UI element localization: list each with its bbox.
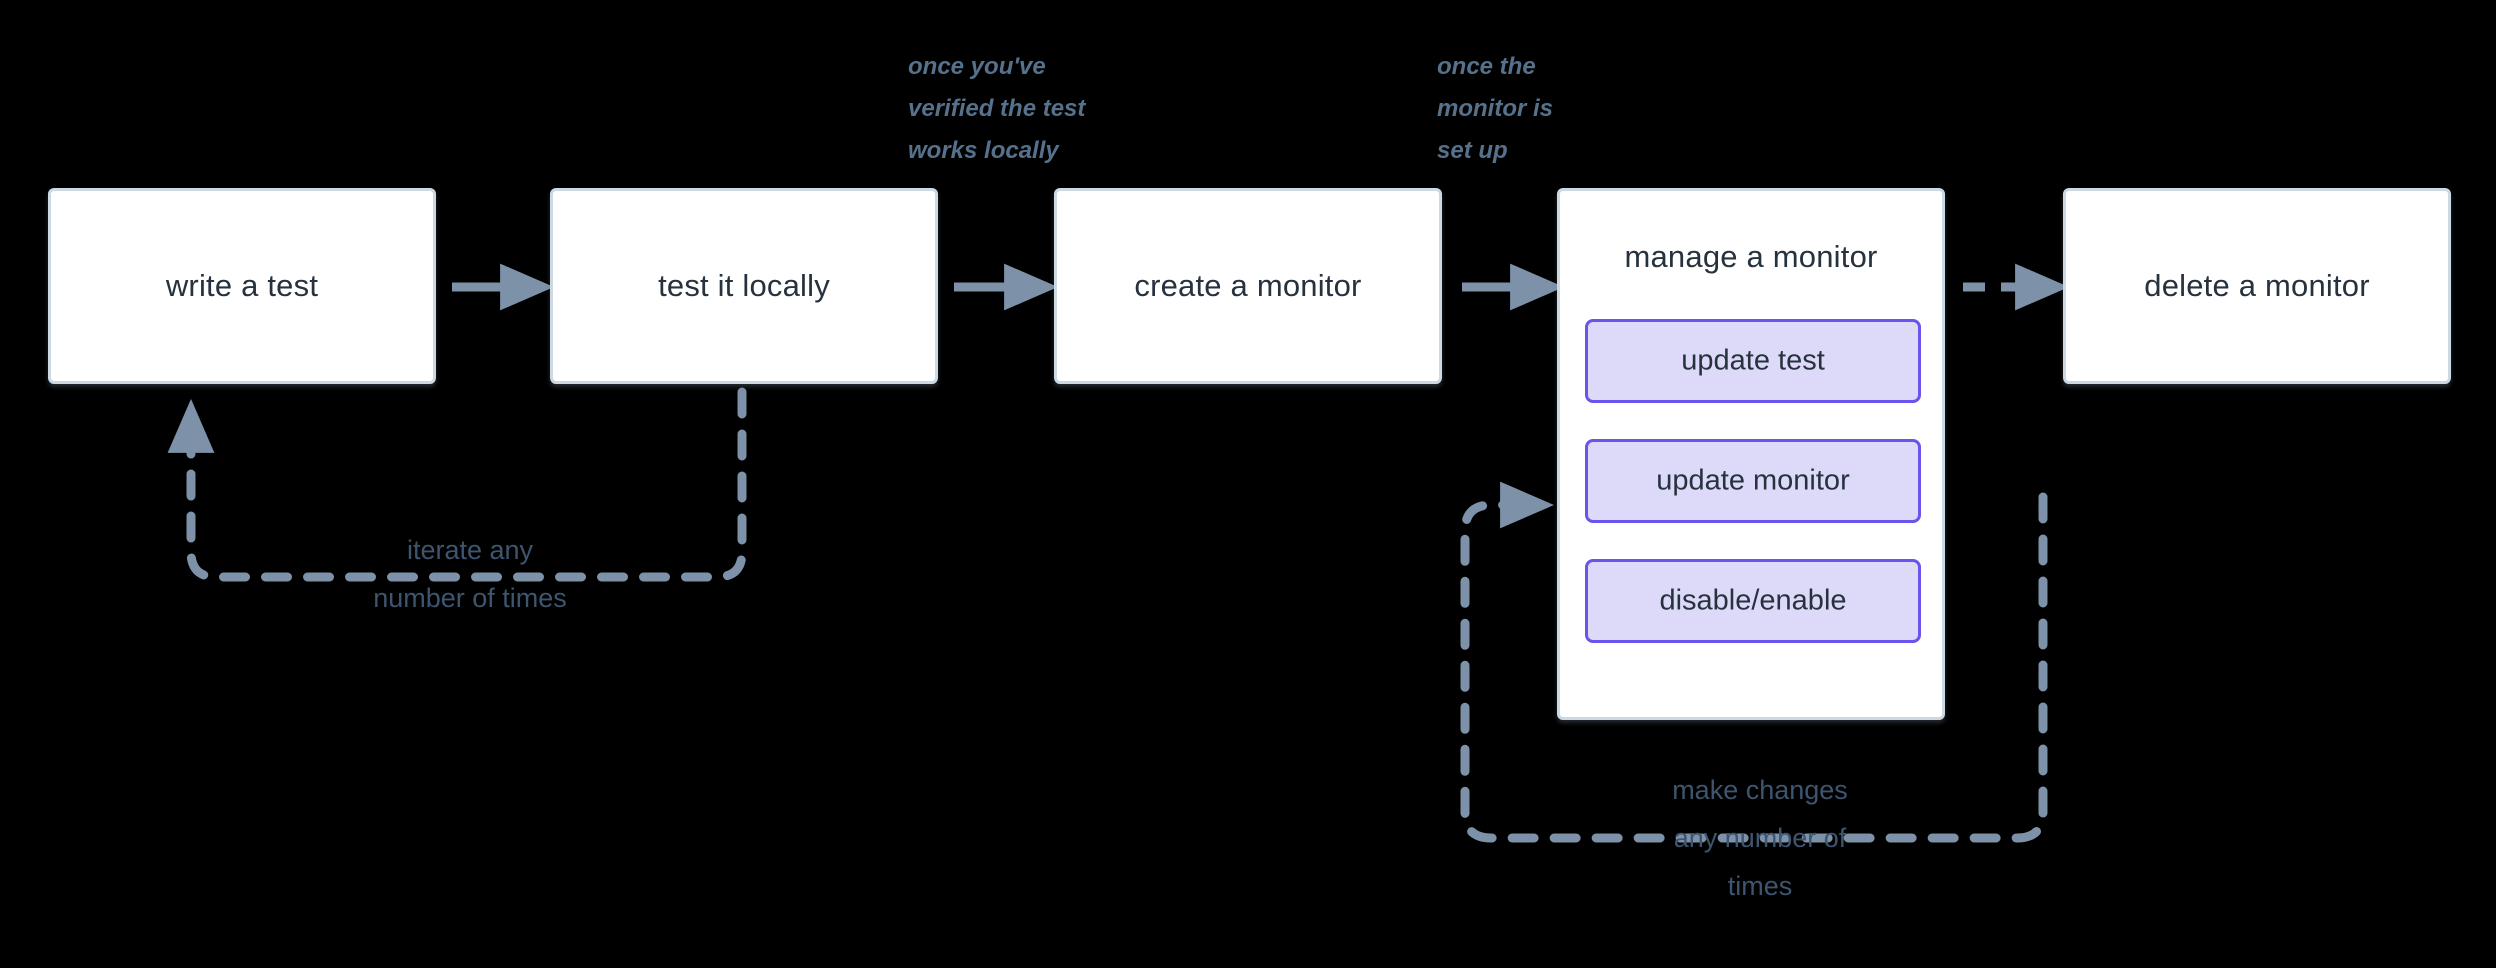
subbox-update-test[interactable]: update test xyxy=(1585,319,1921,403)
node-manage-a-monitor-label: manage a monitor xyxy=(1624,239,1878,274)
node-manage-a-monitor[interactable]: manage a monitor update test update moni… xyxy=(1557,188,1945,720)
node-delete-a-monitor-label: delete a monitor xyxy=(2144,268,2370,303)
edge-note-verified: once you've verified the test works loca… xyxy=(908,53,1086,164)
loop-label-iterate: iterate any number of times xyxy=(373,535,567,613)
node-delete-a-monitor[interactable]: delete a monitor xyxy=(2063,188,2451,384)
node-test-it-locally[interactable]: test it locally xyxy=(550,188,938,384)
node-write-a-test-label: write a test xyxy=(165,268,319,303)
subbox-update-test-label: update test xyxy=(1681,344,1825,377)
loop-label-make-changes: make changes any number of times xyxy=(1672,775,1848,901)
node-create-a-monitor[interactable]: create a monitor xyxy=(1054,188,1442,384)
subbox-disable-enable-label: disable/enable xyxy=(1659,584,1847,617)
subbox-disable-enable[interactable]: disable/enable xyxy=(1585,559,1921,643)
node-write-a-test[interactable]: write a test xyxy=(48,188,436,384)
edge-note-setup: once the monitor is set up xyxy=(1437,53,1554,164)
node-test-it-locally-label: test it locally xyxy=(658,268,830,303)
subbox-update-monitor[interactable]: update monitor xyxy=(1585,439,1921,523)
subbox-update-monitor-label: update monitor xyxy=(1656,464,1850,497)
node-create-a-monitor-label: create a monitor xyxy=(1134,268,1362,303)
